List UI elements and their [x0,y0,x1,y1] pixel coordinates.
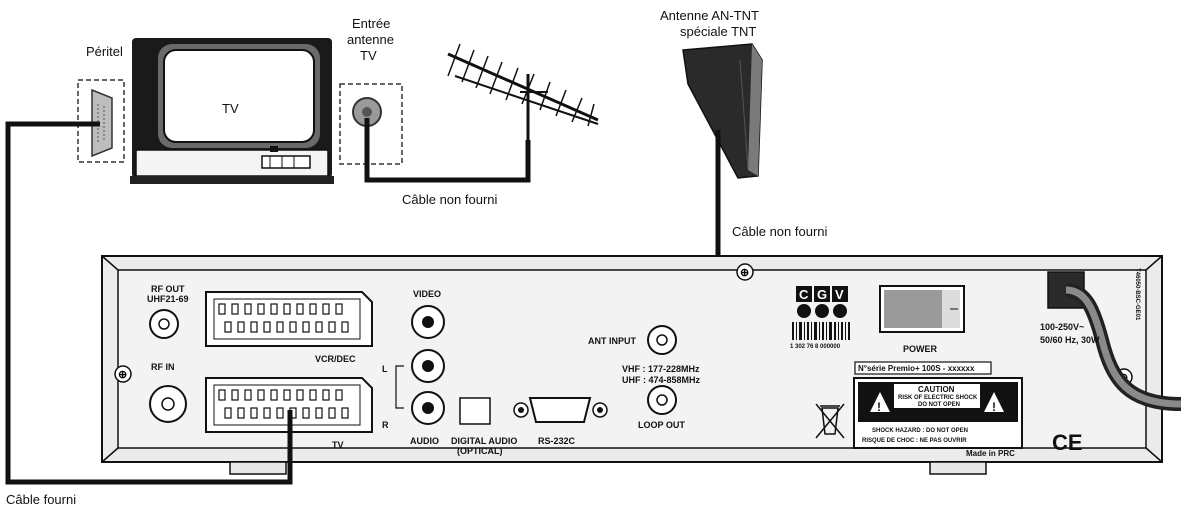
rf-out-label-1: RF OUT [151,284,185,294]
tnt-antenna-label-1: Antenne AN-TNT [660,8,759,23]
loop-out-label: LOOP OUT [638,420,685,430]
tv-antenna-cable-label: Câble non fourni [402,192,498,207]
rf-in-label: RF IN [151,362,175,372]
barcode-icon [792,322,850,340]
caution-line-2: DO NOT OPEN [918,402,960,408]
power-switch [879,285,965,333]
tnt-antenna-label-2: spéciale TNT [680,24,756,39]
tv-antenna-input [339,83,403,165]
antenna-input-label-3: TV [360,48,377,63]
audio-label: AUDIO [410,436,439,446]
tv-screen-label: TV [222,101,239,116]
rs232-label: RS-232C [538,436,576,446]
brand-letter-v: V [835,287,844,302]
tv-scart-label: TV [332,440,344,450]
warning-line-1: SHOCK HAZARD : DO NOT OPEN [872,428,968,434]
caution-line-1: RISK OF ELECTRIC SHOCK [898,395,978,401]
warning-label: ! ! [853,377,1023,449]
digital-audio-label-1: DIGITAL AUDIO [451,436,517,446]
audio-l-rca-connector [411,349,445,383]
audio-l-label: L [382,364,388,374]
vcr-dec-label: VCR/DEC [315,354,356,364]
yagi-antenna-icon [447,43,599,142]
model-code-label: T46050-BSC-GE01 [1134,268,1140,321]
video-rca-connector [411,305,445,339]
caution-title: CAUTION [918,385,955,394]
tv-antenna-cable [364,118,531,183]
rf-in-connector [149,385,187,423]
svg-text:⊕: ⊕ [740,267,749,279]
power-label: POWER [903,344,938,354]
scart-cable-label: Câble fourni [6,492,76,507]
peritel-label: Péritel [86,44,123,59]
antenna-input-label-1: Entrée [352,16,390,31]
svg-text:!: ! [877,400,881,414]
brand-letter-g: G [817,287,827,302]
weee-bin-icon [815,403,845,439]
svg-text:!: ! [992,400,996,414]
warning-line-2: RISQUE DE CHOC : NE PAS OUVRIR [862,438,967,444]
scart-cable [5,121,293,485]
tnt-antenna-icon [682,43,763,179]
svg-text:⊕: ⊕ [118,369,127,381]
ant-input-connector [647,325,677,355]
optical-connector [459,397,491,425]
rf-out-connector [149,309,179,339]
serial-plate [854,361,992,375]
uhf-label: UHF : 474-858MHz [622,375,701,385]
barcode-text: 1 302 76 8 000000 [790,344,841,350]
tnt-cable-label: Câble non fourni [732,224,828,239]
peritel-socket [77,79,125,163]
video-label: VIDEO [413,289,441,299]
voltage-label-1: 100-250V~ [1040,322,1084,332]
antenna-input-label-2: antenne [347,32,394,47]
made-in-label: Made in PRC [966,449,1015,458]
ant-input-label: ANT INPUT [588,336,636,346]
audio-r-label: R [382,420,389,430]
loop-out-connector [647,385,677,415]
ce-mark: CE [1052,430,1083,455]
audio-r-rca-connector [411,391,445,425]
digital-audio-label-2: (OPTICAL) [457,446,503,456]
rf-out-label-2: UHF21-69 [147,294,189,304]
tv-set [130,38,334,184]
scart-tv [205,377,373,433]
serial-label: N°série Premio+ 100S - xxxxxx [858,364,975,373]
cgv-logo: C G V [796,286,848,318]
scart-vcr-dec [205,291,373,347]
voltage-label-2: 50/60 Hz, 30W [1040,335,1100,345]
rs232-connector [513,397,608,423]
brand-letter-c: C [799,287,809,302]
vhf-label: VHF : 177-228MHz [622,364,700,374]
